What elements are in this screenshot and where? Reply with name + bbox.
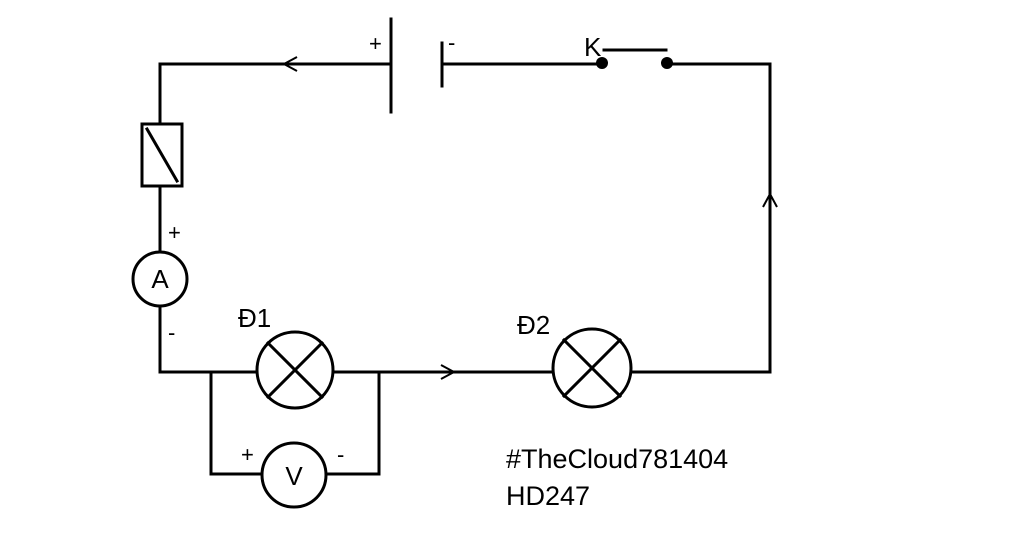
lamp-d2-cross-b — [561, 337, 623, 399]
lamp-d2-label: Đ2 — [517, 310, 550, 340]
ammeter-symbol: A — [151, 264, 169, 294]
switch: K — [584, 32, 673, 69]
ammeter-circle — [131, 250, 189, 308]
footer-line-1: #TheCloud781404 — [506, 444, 728, 474]
voltmeter-circle — [260, 441, 328, 509]
switch-contact-right — [661, 57, 673, 69]
battery-plus-sign: + — [369, 31, 382, 56]
lamp-d2-circle — [551, 327, 633, 409]
wire-right — [665, 62, 772, 374]
footer-line-2: HD247 — [506, 481, 590, 511]
arrow-right-icon — [440, 364, 457, 380]
wire-voltmeter-right — [324, 370, 381, 476]
lamp-d1-circle — [255, 330, 335, 410]
lamp-d1-cross-b — [265, 340, 325, 400]
voltmeter: V + - — [241, 441, 344, 509]
ammeter: A + - — [131, 220, 189, 345]
wire-voltmeter-left — [209, 370, 264, 476]
arrow-up-icon — [762, 191, 778, 208]
voltmeter-plus-sign: + — [241, 442, 254, 467]
voltmeter-symbol: V — [285, 461, 303, 491]
ammeter-minus-sign: - — [168, 320, 175, 345]
rheostat-body — [140, 122, 184, 188]
lamp-d1-label: Đ1 — [238, 303, 271, 333]
footer-text: #TheCloud781404 HD247 — [506, 444, 728, 511]
battery-minus-sign: - — [448, 30, 455, 55]
switch-label: K — [584, 32, 602, 62]
lamp-d2: Đ2 — [517, 310, 633, 409]
rheostat — [140, 122, 184, 188]
wire-ammeter-to-bottom — [158, 304, 213, 374]
current-arrows — [281, 56, 778, 380]
switch-contact-left — [596, 57, 608, 69]
ammeter-plus-sign: + — [168, 220, 181, 245]
voltmeter-minus-sign: - — [337, 442, 344, 467]
lamp-d1: Đ1 — [238, 303, 335, 410]
wires — [158, 62, 772, 476]
arrow-left-icon — [281, 56, 298, 72]
rheostat-slash — [144, 126, 180, 184]
battery: + - — [369, 17, 455, 114]
